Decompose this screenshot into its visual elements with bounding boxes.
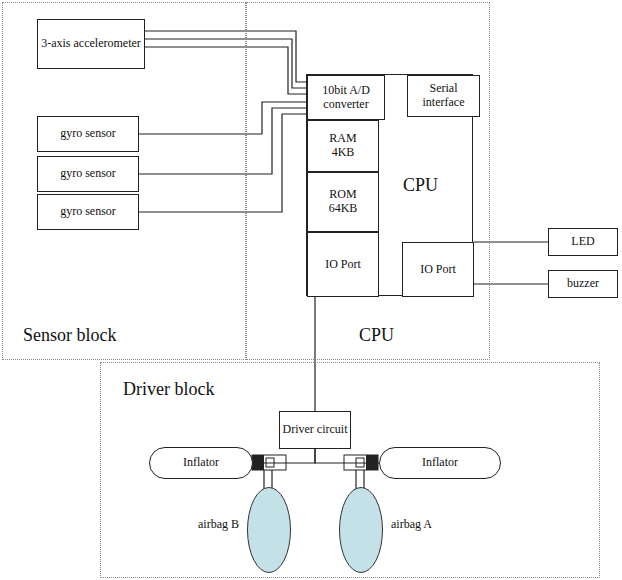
sensor-box: gyro sensor bbox=[37, 156, 139, 192]
sensor-box: gyro sensor bbox=[37, 116, 139, 152]
node-label: Inflator bbox=[183, 456, 219, 470]
node-label: RAM 4KB bbox=[323, 132, 363, 160]
node-label: ROM 64KB bbox=[323, 188, 363, 216]
region-label: Sensor block bbox=[23, 325, 117, 346]
node-label: airbag B bbox=[198, 518, 239, 532]
inflator-capsule: Inflator bbox=[149, 447, 253, 479]
node-label: IO Port bbox=[420, 263, 456, 277]
inflator-capsule: Inflator bbox=[379, 447, 501, 479]
cpu-unit-box: Serial interface bbox=[407, 75, 480, 117]
airbag-ellipse: airbag B bbox=[247, 487, 291, 573]
signal-wire bbox=[139, 114, 307, 212]
airbag-outline bbox=[339, 487, 383, 573]
sensor-box: 3-axis accelerometer bbox=[37, 19, 145, 69]
node-label: LED bbox=[571, 235, 594, 249]
airbag-ellipse: airbag A bbox=[339, 487, 383, 573]
signal-wire bbox=[474, 283, 548, 284]
io-port-box: IO Port bbox=[307, 232, 379, 297]
node-label: 3-axis accelerometer bbox=[41, 37, 141, 51]
signal-wire bbox=[145, 39, 307, 88]
node-label: airbag A bbox=[391, 518, 432, 532]
signal-wire bbox=[145, 47, 307, 94]
node-label: gyro sensor bbox=[60, 205, 116, 219]
cpu-chip: CPU10bit A/D converterSerial interfaceRA… bbox=[306, 74, 473, 296]
driver-circuit-box: Driver circuit bbox=[279, 411, 351, 449]
region-label: CPU bbox=[359, 325, 394, 346]
airbag-outline bbox=[247, 487, 291, 573]
signal-wire bbox=[314, 297, 315, 411]
io-port-box: IO Port bbox=[402, 242, 474, 297]
node-label: gyro sensor bbox=[60, 167, 116, 181]
signal-wire bbox=[315, 449, 379, 463]
memory-box: RAM 4KB bbox=[307, 120, 379, 172]
cpu-unit-box: 10bit A/D converter bbox=[307, 75, 385, 120]
memory-box: ROM 64KB bbox=[307, 172, 379, 232]
driver-block-region: Driver blockDriver circuitInflator Inflat… bbox=[100, 362, 600, 578]
signal-wire bbox=[253, 449, 315, 463]
airbag-stem bbox=[264, 470, 364, 490]
region-label: Driver block bbox=[123, 379, 214, 400]
output-device-box: LED bbox=[548, 228, 618, 256]
node-label: gyro sensor bbox=[60, 127, 116, 141]
node-label: Inflator bbox=[422, 456, 458, 470]
sensor-block-region: Sensor block 3-axis accelerometer gyro sen… bbox=[2, 2, 246, 360]
cpu-block-region: CPU CPU 10bit A/D converter Serial interfac… bbox=[246, 2, 490, 360]
signal-wire bbox=[474, 241, 548, 242]
node-label: IO Port bbox=[325, 258, 361, 272]
node-label: Driver circuit bbox=[283, 423, 348, 437]
output-device-box: buzzer bbox=[548, 270, 618, 298]
node-label: Serial interface bbox=[408, 82, 479, 110]
chip-label: CPU bbox=[403, 175, 438, 196]
node-label: buzzer bbox=[567, 277, 599, 291]
node-label: 10bit A/D converter bbox=[308, 84, 384, 112]
sensor-box: gyro sensor bbox=[37, 194, 139, 230]
